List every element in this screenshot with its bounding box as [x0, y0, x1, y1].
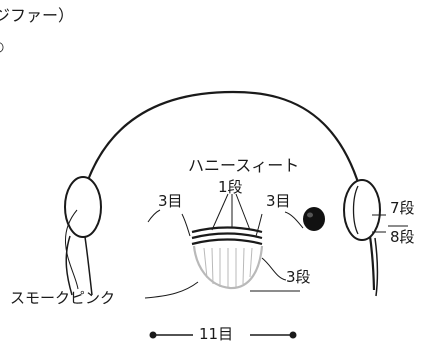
nose-band-top — [191, 226, 263, 234]
width-marker-right-dot — [289, 331, 297, 339]
smoke-pink-leader — [65, 209, 79, 290]
right-neck-line — [374, 237, 379, 297]
smoke-pink-pointer — [144, 281, 199, 299]
left-neck-line-a — [65, 235, 73, 296]
right-ear-inner — [352, 185, 359, 235]
label-row-3: 3段 — [286, 268, 311, 286]
right-stitch-pointer — [255, 213, 263, 237]
label-smoke-pink: スモークピンク — [10, 289, 116, 307]
left-accent-stroke — [147, 209, 161, 223]
label-row-7: 7段 — [390, 199, 415, 217]
header-line-2: ○ — [0, 40, 4, 54]
label-row-8: 8段 — [390, 228, 415, 246]
width-marker-left-dot — [149, 331, 157, 339]
nose-band-bottom — [191, 238, 263, 246]
left-stitch-pointer — [181, 213, 191, 237]
muzzle-stripes — [203, 247, 253, 288]
right-ear — [343, 179, 381, 241]
row1-pointer-c — [235, 193, 251, 231]
row1-pointer-a — [211, 193, 229, 231]
eye-button — [303, 207, 325, 231]
label-honey-sweet: ハニースィート — [188, 156, 300, 175]
header-line-1: ジファー） — [0, 6, 75, 25]
nose-band-mid — [191, 232, 263, 240]
eye-highlight — [307, 212, 313, 218]
left-ear — [64, 176, 102, 238]
label-row-1: 1段 — [218, 178, 243, 196]
eye-leader — [284, 211, 304, 229]
label-stitch-3-left: 3目 — [158, 192, 183, 210]
head-outline — [78, 90, 376, 291]
label-stitch-3-right: 3目 — [266, 192, 291, 210]
row3-leader — [261, 257, 287, 281]
left-neck-line-b — [84, 236, 93, 296]
label-stitch-11: 11目 — [199, 325, 234, 343]
